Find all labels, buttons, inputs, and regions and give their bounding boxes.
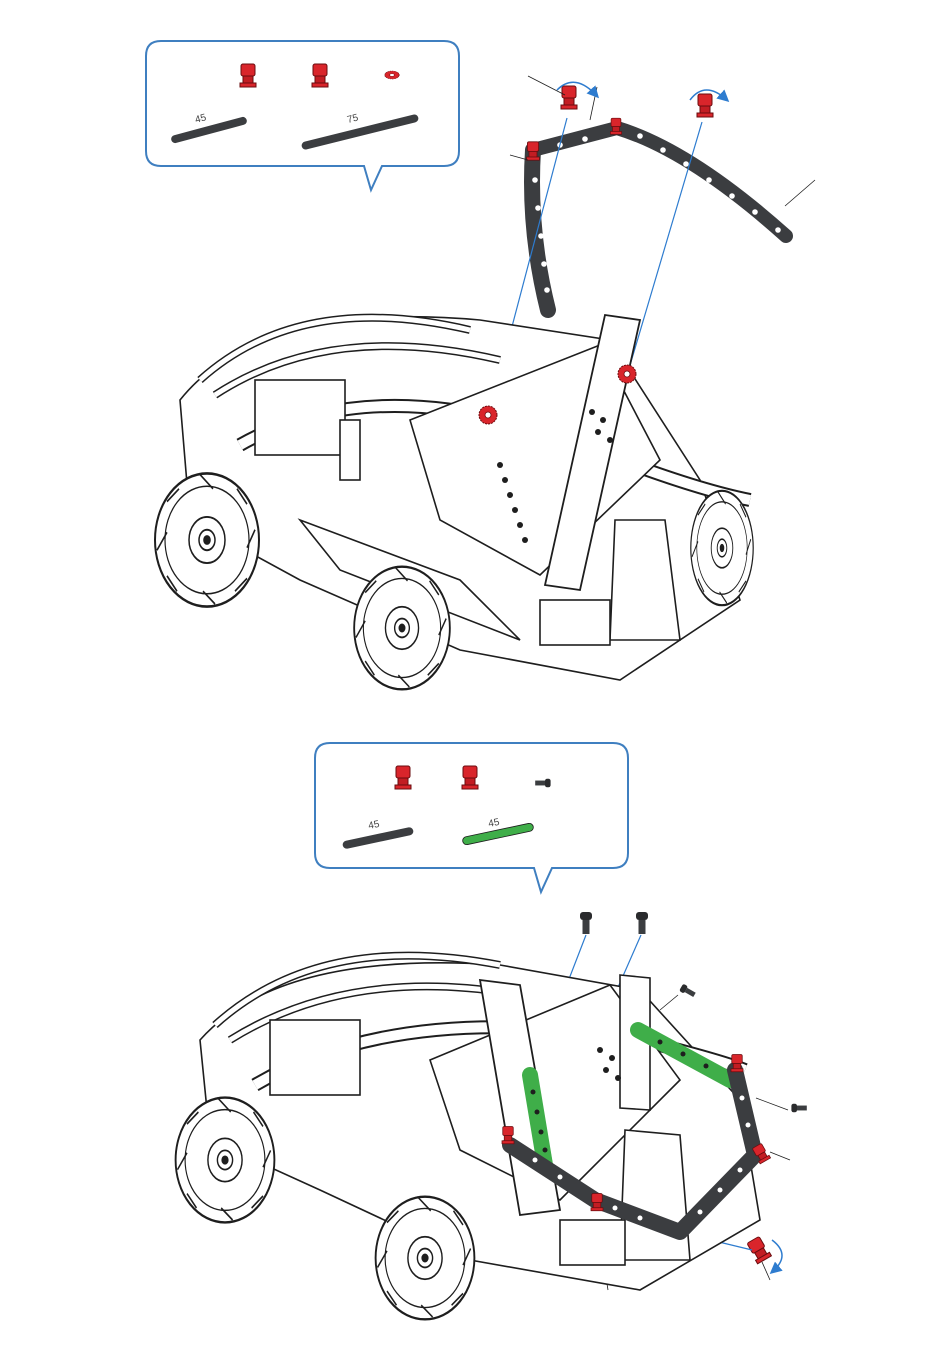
red-connector-icon <box>591 1194 603 1211</box>
robot-car-assembly-1 <box>155 315 753 689</box>
parts-callout-2: 45 45 <box>315 743 628 892</box>
step-1: 45 75 <box>146 41 815 689</box>
mecanum-wheel <box>691 491 753 605</box>
black-pin-icon <box>791 1104 806 1112</box>
red-connector-icon <box>731 1055 743 1072</box>
red-connector-icon <box>240 64 256 87</box>
mecanum-wheel <box>176 1098 275 1223</box>
red-connector-icon <box>697 94 713 117</box>
red-connector-icon <box>527 142 540 160</box>
red-connector-icon <box>561 86 577 109</box>
red-connector-icon <box>610 118 621 134</box>
step-2: 45 45 <box>176 743 807 1319</box>
red-connector-icon <box>312 64 328 87</box>
mecanum-wheel <box>155 473 259 606</box>
red-gear-icon <box>479 406 497 424</box>
robot-car-assembly-2 <box>176 956 760 1320</box>
red-gear-icon <box>385 71 399 79</box>
mecanum-wheel <box>354 567 450 690</box>
black-pin-icon <box>580 912 592 934</box>
red-connector-icon <box>462 766 478 789</box>
black-pin-icon <box>679 984 697 999</box>
rotate-arrow-icon <box>772 1240 782 1272</box>
black-pin-icon <box>636 912 648 934</box>
mecanum-wheel <box>376 1197 475 1320</box>
red-connector-icon <box>395 766 411 789</box>
red-connector-icon <box>502 1127 514 1144</box>
parts-callout-1: 45 75 <box>146 41 459 190</box>
red-gear-icon <box>618 365 636 383</box>
